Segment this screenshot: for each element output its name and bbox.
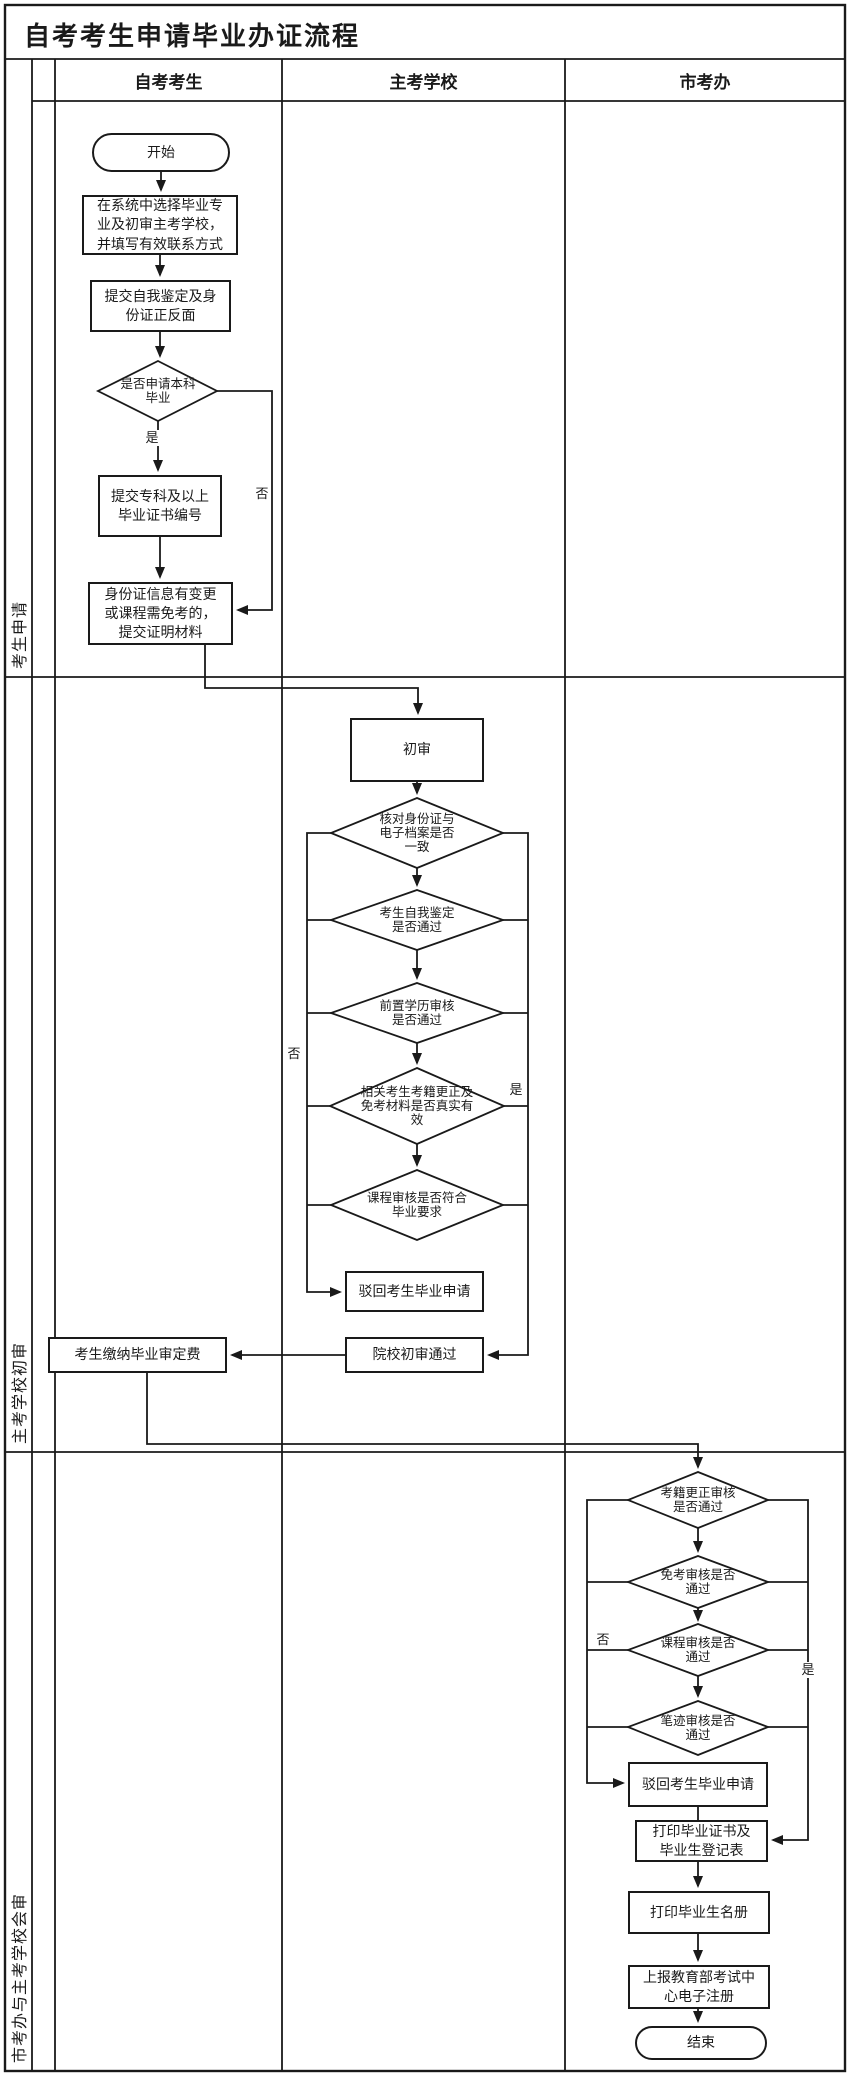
decision-handwriting xyxy=(625,1700,771,1756)
decision-self-eval xyxy=(328,889,506,951)
decision-exemption xyxy=(625,1555,771,1609)
lane-label-school-review: 主考学校初审 xyxy=(12,1341,29,1444)
edge-label-no-bachelor: 否 xyxy=(254,486,270,502)
node-end: 结束 xyxy=(635,2026,767,2060)
swimlane-grid xyxy=(3,3,847,2073)
column-header-city: 市考办 xyxy=(679,73,731,92)
column-header-school: 主考学校 xyxy=(389,73,458,92)
node-reject-city: 驳回考生毕业申请 xyxy=(628,1762,768,1807)
page-title: 自考考生申请毕业办证流程 xyxy=(24,21,361,51)
edge-label-yes-city: 是 xyxy=(800,1662,816,1678)
column-header-candidate: 自考考生 xyxy=(134,73,203,92)
node-reject-school: 驳回考生毕业申请 xyxy=(345,1271,484,1312)
edge-label-yes-school: 是 xyxy=(508,1082,524,1098)
node-school-pass: 院校初审通过 xyxy=(345,1337,484,1373)
node-select-major: 在系统中选择毕业专 业及初审主考学校， 并填写有效联系方式 xyxy=(82,195,238,255)
node-first-review: 初审 xyxy=(350,718,484,782)
node-submit-self-id: 提交自我鉴定及身 份证正反面 xyxy=(90,280,231,332)
node-print-certificate: 打印毕业证书及 毕业生登记表 xyxy=(635,1820,768,1862)
edge-label-no-school: 否 xyxy=(286,1046,302,1062)
node-submit-diploma-no: 提交专科及以上 毕业证书编号 xyxy=(98,475,222,537)
lane-label-candidate-apply: 考生申请 xyxy=(12,600,29,669)
node-pay-fee: 考生缴纳毕业审定费 xyxy=(48,1337,227,1373)
decision-prior-edu xyxy=(328,982,506,1044)
decision-id-archive xyxy=(328,797,506,869)
decision-record-materials xyxy=(327,1067,507,1145)
decision-record-fix xyxy=(625,1471,771,1529)
node-start: 开始 xyxy=(92,133,230,172)
edge-label-no-city: 否 xyxy=(595,1632,611,1648)
node-submit-proof: 身份证信息有变更 或课程需免考的， 提交证明材料 xyxy=(88,582,233,645)
node-print-roster: 打印毕业生名册 xyxy=(628,1891,770,1934)
node-report-register: 上报教育部考试中 心电子注册 xyxy=(628,1965,770,2009)
decision-courses xyxy=(328,1169,506,1241)
lane-label-joint-review: 市考办与主考学校会审 xyxy=(12,1892,29,2063)
decision-is-bachelor xyxy=(95,359,219,423)
edge-label-yes-bachelor: 是 xyxy=(144,430,160,446)
decision-course-audit xyxy=(625,1623,771,1677)
